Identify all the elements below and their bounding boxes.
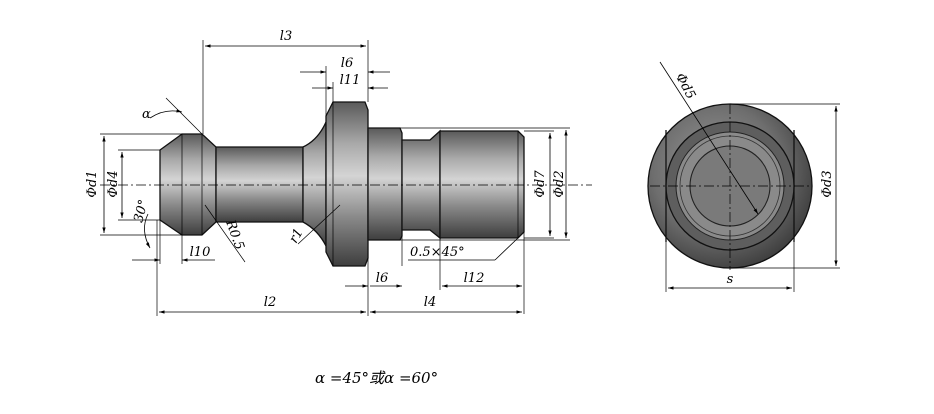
pull-stud-groove [401,129,441,240]
dim-d7: Φd7 [533,170,548,198]
dim-l6-top: l6 [341,56,353,71]
dim-l4: l4 [424,295,436,310]
dim-d4: Φd4 [106,170,121,197]
dim-d2: Φd2 [552,170,567,197]
pull-stud-fillet [302,121,327,247]
side-view [100,101,592,267]
dim-l3: l3 [280,29,292,44]
dim-l10: l10 [190,245,211,260]
pull-stud-neck [215,146,304,223]
dim-s: s [727,272,734,287]
dim-r1: r1 [286,226,306,246]
pull-stud-thread [439,130,525,239]
pull-stud-head [159,133,217,236]
angle-formula: α =45°或α =60° [315,369,438,387]
dim-alpha: α [142,107,151,122]
side-dimensions: l3 l6 l11 α Φd1 Φd4 30° R0.5 r1 [85,29,570,316]
dim-d1: Φd1 [85,170,100,197]
end-view [647,103,813,270]
dim-l2: l2 [264,295,276,310]
pull-stud-shoulder [367,127,403,241]
dim-l11: l11 [340,73,361,88]
dim-l12: l12 [464,271,485,286]
dim-chamfer: 0.5×45° [410,245,465,260]
dim-d3: Φd3 [820,170,835,197]
dim-l6-bottom: l6 [376,271,388,286]
pull-stud-collar [325,101,369,267]
dim-angle-30: 30° [131,198,151,224]
